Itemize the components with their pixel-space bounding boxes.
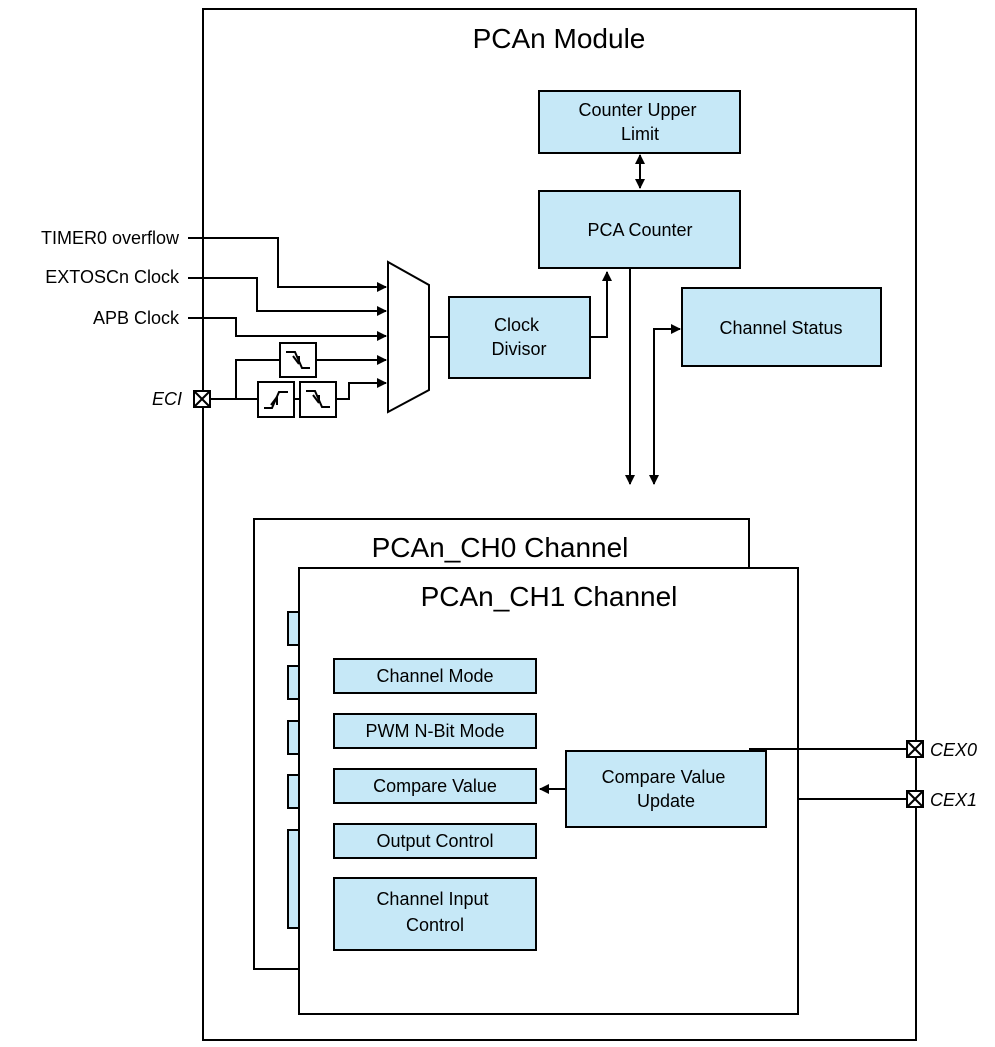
extoscn-clock-label: EXTOSCn Clock [45, 267, 180, 287]
channel-status-label: Channel Status [719, 318, 842, 338]
cex1-pin-label: CEX1 [930, 790, 977, 810]
eci-pin-label: ECI [152, 389, 182, 409]
ch0-block-peek [287, 665, 300, 700]
rising-edge-detector-icon [257, 381, 295, 418]
counter-upper-limit-label: Counter Upper Limit [578, 100, 701, 144]
channel-mode-block [333, 658, 537, 694]
divisor-to-counter-wire [590, 271, 612, 338]
counter-upper-limit-block [538, 90, 741, 154]
ch0-block-peek [287, 611, 300, 646]
channel-input-control-label: Channel Input Control [376, 889, 493, 935]
clock-divisor-label: Clock Divisor [491, 315, 546, 359]
ch0-channel-title: PCAn_CH0 Channel [372, 532, 629, 563]
timer0-overflow-label: TIMER0 overflow [41, 228, 180, 248]
clock-mux [387, 260, 430, 414]
falling-edge-detector-2-icon [299, 381, 337, 418]
module-title: PCAn Module [473, 23, 646, 54]
compare-value-block [333, 768, 537, 804]
eci-pin-icon [193, 390, 211, 408]
extosc-wire [188, 277, 387, 316]
ch0-block-peek [287, 829, 300, 929]
ch0-block-peek [287, 720, 300, 755]
status-bus-down [649, 324, 681, 485]
ch1-channel-title: PCAn_CH1 Channel [421, 581, 678, 612]
ch0-block-peek [287, 774, 300, 809]
output-control-block [333, 823, 537, 859]
falling-edge-bottom-out [336, 378, 387, 400]
compare-value-label: Compare Value [373, 776, 497, 796]
cex1-pin-icon [906, 790, 924, 808]
apb-clock-label: APB Clock [93, 308, 180, 328]
eci-branch-wire [235, 359, 280, 399]
channel-status-block [681, 287, 882, 367]
compare-value-update-block [565, 750, 767, 828]
pca-counter-label: PCA Counter [587, 220, 692, 240]
pca-counter-block [538, 190, 741, 269]
apb-wire [188, 317, 387, 341]
cex0-pin-label: CEX0 [930, 740, 977, 760]
clock-divisor-block [448, 296, 591, 379]
channel-input-control-block [333, 877, 537, 951]
compare-value-update-label: Compare Value Update [602, 767, 731, 811]
timer0-wire [188, 237, 387, 292]
cex0-pin-icon [906, 740, 924, 758]
output-control-label: Output Control [376, 831, 493, 851]
pwm-mode-block [333, 713, 537, 749]
pwm-mode-label: PWM N-Bit Mode [365, 721, 504, 741]
channel-mode-label: Channel Mode [376, 666, 493, 686]
falling-edge-detector-icon [279, 342, 317, 378]
